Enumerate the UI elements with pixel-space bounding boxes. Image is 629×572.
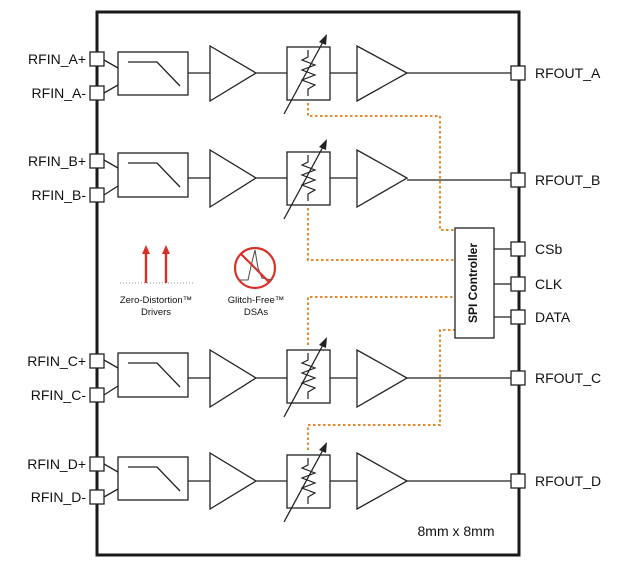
pin-rfin-c-plus (89, 353, 105, 369)
label-csb: CSb (535, 241, 562, 257)
zero-distortion-logo: Zero-Distortion™ Drivers (120, 245, 194, 318)
label-rfout-c: RFOUT_C (535, 370, 601, 386)
lowpass-filter-d (117, 456, 189, 501)
output-amplifier-a (356, 44, 409, 103)
resistor-icon (300, 155, 317, 201)
label-rfin-b-plus: RFIN_B+ (28, 153, 86, 169)
pins (89, 51, 526, 505)
channel-d (103, 442, 511, 523)
output-amplifier-d (356, 451, 409, 511)
driver-amplifier-a (209, 44, 258, 103)
driver-amplifier-c (209, 348, 258, 409)
channel-c (103, 337, 511, 418)
glitch-free-logo: Glitch-Free™ DSAs (228, 246, 284, 318)
lowpass-response-icon (128, 61, 181, 87)
variable-arrow-icon (283, 39, 325, 115)
pin-csb (510, 241, 526, 257)
label-rfin-d-plus: RFIN_D+ (27, 456, 86, 472)
output-amplifier-b (356, 148, 409, 209)
pin-rfin-b-minus (89, 187, 105, 203)
resistor-icon (300, 50, 317, 96)
pin-rfout-a (510, 65, 526, 81)
channel-b (103, 139, 511, 220)
variable-arrow-icon (283, 447, 325, 523)
label-rfout-b: RFOUT_B (535, 172, 600, 188)
label-rfin-c-plus: RFIN_C+ (27, 353, 86, 369)
lowpass-filter-c (117, 352, 189, 398)
variable-arrow-icon (283, 342, 325, 418)
label-rfout-a: RFOUT_A (535, 65, 601, 81)
pin-rfin-d-plus (89, 456, 105, 472)
label-rfin-a-minus: RFIN_A- (32, 85, 87, 101)
spi-control-bus (307, 103, 455, 450)
label-data: DATA (535, 309, 571, 325)
driver-amplifier-b (209, 148, 258, 209)
label-clk: CLK (535, 276, 563, 292)
lowpass-filter-b (117, 152, 189, 198)
spi-controller-label: SPI Controller (466, 243, 480, 323)
pin-clk (510, 276, 526, 292)
driver-amplifier-d (209, 451, 258, 511)
output-amplifier-c (356, 348, 409, 409)
resistor-icon (300, 353, 317, 399)
label-rfin-c-minus: RFIN_C- (31, 387, 87, 403)
pin-rfout-c (510, 370, 526, 386)
label-rfout-d: RFOUT_D (535, 473, 601, 489)
resistor-icon (300, 458, 317, 504)
lowpass-response-icon (128, 466, 181, 492)
package-size-label: 8mm x 8mm (418, 523, 495, 539)
pin-rfin-b-plus (89, 153, 105, 169)
spi-controller-block (454, 227, 495, 339)
label-rfin-d-minus: RFIN_D- (31, 489, 87, 505)
label-rfin-a-plus: RFIN_A+ (28, 51, 86, 67)
pin-rfin-d-minus (89, 489, 105, 505)
lowpass-response-icon (128, 162, 181, 188)
zero-distortion-title: Zero-Distortion™ (120, 295, 192, 306)
pin-rfout-d (510, 473, 526, 489)
glitch-free-subtitle: DSAs (244, 307, 269, 318)
lowpass-filter-a (117, 51, 189, 96)
label-rfin-b-minus: RFIN_B- (32, 187, 87, 203)
pin-rfin-a-plus (89, 51, 105, 67)
variable-arrow-icon (283, 144, 325, 220)
pin-data (510, 309, 526, 325)
pin-rfin-c-minus (89, 387, 105, 403)
zero-distortion-subtitle: Drivers (141, 307, 171, 318)
lowpass-response-icon (128, 362, 181, 388)
glitch-spike-icon (240, 249, 273, 281)
pin-rfin-a-minus (89, 85, 105, 101)
glitch-free-title: Glitch-Free™ (228, 295, 284, 306)
pin-rfout-b (510, 172, 526, 188)
channel-a (103, 34, 511, 115)
